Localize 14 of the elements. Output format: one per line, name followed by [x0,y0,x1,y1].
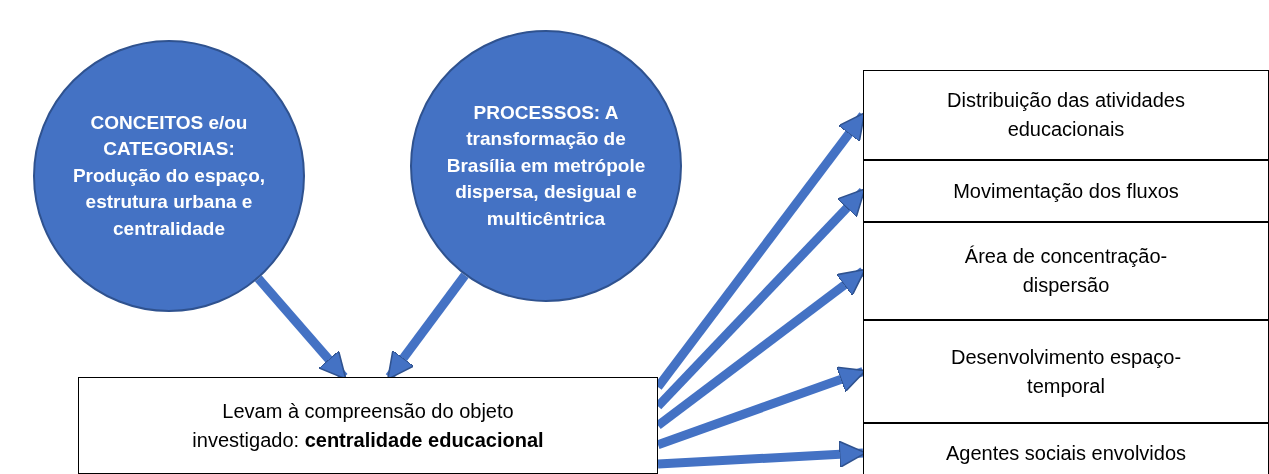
text-box [863,423,1269,474]
node-text: Levam à compreensão do objeto investigado: centralidade educacional [191,398,545,453]
text-box [863,160,1269,222]
node-text: Distribuição das atividades educacionais [946,88,1186,142]
text-box [863,320,1269,423]
node-text: Agentes sociais envolvidos [945,440,1187,466]
text-box [863,70,1269,160]
node-text: CONCEITOS e/ou CATEGORIAS: Produção do espaço, estrutura urbana e centralidade [71,110,267,241]
node-text: Movimentação dos fluxos [953,178,1179,204]
text-box [863,222,1269,320]
node-text: Desenvolvimento espaço-temporal [949,344,1183,399]
node-text: PROCESSOS: A transformação de Brasília em metrópole dispersa, desigual e multicêntrica [445,100,647,231]
node-text: Área de concentração-dispersão [963,244,1169,298]
text-box [78,377,658,474]
